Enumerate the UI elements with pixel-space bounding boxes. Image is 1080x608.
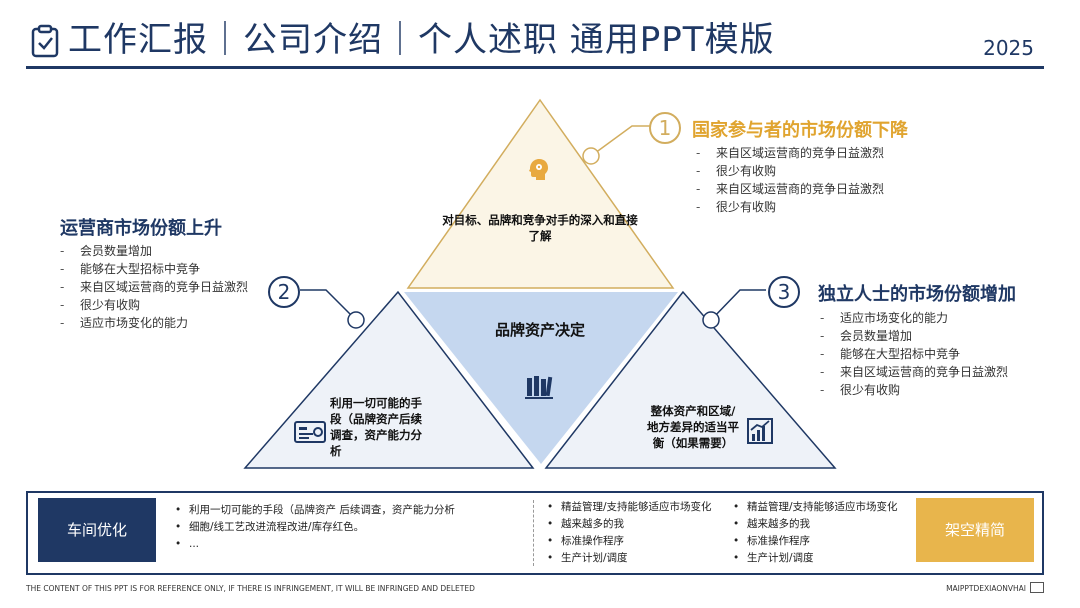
- connector-3: [710, 289, 766, 321]
- bottom-col-3: 精益管理/支持能够适应市场变化 越来越多的我 标准操作程序 生产计划/调度: [733, 499, 898, 567]
- list-item: 来自区域运营商的竞争日益激烈: [820, 363, 1008, 381]
- list-item: 精益管理/支持能够适应市场变化: [547, 499, 712, 516]
- right-triangle-text: 整体资产和区域/地方差异的适当平衡（如果需要）: [647, 404, 739, 450]
- center-triangle-text: 品牌资产决定: [494, 321, 585, 339]
- page-title: 工作汇报｜公司介绍｜个人述职 通用PPT模版: [68, 20, 775, 60]
- footer-brand: MAIPPTDEXIAONVHAI: [946, 584, 1026, 593]
- list-item: 生产计划/调度: [733, 550, 898, 567]
- section-3-list: 适应市场变化的能力 会员数量增加 能够在大型招标中竞争 来自区域运营商的竞争日益…: [820, 309, 1008, 399]
- list-item: 标准操作程序: [733, 533, 898, 550]
- list-item: 标准操作程序: [547, 533, 712, 550]
- section-3-title: 独立人士的市场份额增加: [818, 284, 1016, 305]
- overhead-streamline-box: 架空精简: [916, 498, 1034, 562]
- analysis-screen-icon: [294, 421, 326, 443]
- connector-dot-2: [347, 311, 365, 329]
- left-triangle-text: 利用一切可能的手段（品牌资产后续调查，资产能力分析: [330, 396, 422, 458]
- section-2-title: 运营商市场份额上升: [60, 218, 222, 239]
- connector-1: [590, 125, 655, 157]
- header-divider: [26, 66, 1044, 69]
- brand-logo-icon: [1030, 582, 1044, 593]
- workshop-optimization-box: 车间优化: [38, 498, 156, 562]
- list-item: 来自区域运营商的竞争日益激烈: [696, 180, 884, 198]
- connector-2: [300, 289, 357, 321]
- clipboard-icon: [31, 24, 59, 58]
- bottom-col-1: 利用一切可能的手段（品牌资产 后续调查，资产能力分析 细胞/线工艺改进流程改进/…: [175, 502, 455, 553]
- bottom-panel: [26, 491, 1044, 575]
- brain-head-icon: [529, 159, 548, 180]
- connector-dot-3: [702, 311, 720, 329]
- year-label: 2025: [983, 36, 1034, 60]
- bottom-col-2: 精益管理/支持能够适应市场变化 越来越多的我 标准操作程序 生产计划/调度: [547, 499, 712, 567]
- number-badge-2: 2: [268, 276, 300, 308]
- list-item: 来自区域运营商的竞争日益激烈: [60, 278, 248, 296]
- growth-chart-icon: [747, 418, 773, 444]
- list-item: 来自区域运营商的竞争日益激烈: [696, 144, 884, 162]
- books-icon: [525, 376, 553, 399]
- list-item: 很少有收购: [820, 381, 1008, 399]
- list-item: 越来越多的我: [733, 516, 898, 533]
- left-triangle: [243, 290, 535, 469]
- number-badge-3: 3: [768, 276, 800, 308]
- top-triangle: [406, 98, 675, 289]
- list-item: 很少有收购: [696, 198, 884, 216]
- section-2-list: 会员数量增加 能够在大型招标中竞争 来自区域运营商的竞争日益激烈 很少有收购 适…: [60, 242, 248, 332]
- list-item: 细胞/线工艺改进流程改进/库存红色。: [175, 519, 455, 536]
- column-divider: [533, 500, 534, 566]
- list-item: 精益管理/支持能够适应市场变化: [733, 499, 898, 516]
- list-item: 利用一切可能的手段（品牌资产 后续调查，资产能力分析: [175, 502, 455, 519]
- list-item: 能够在大型招标中竞争: [60, 260, 248, 278]
- top-triangle-text: 对目标、品牌和竞争对手的深入和直接了解: [442, 213, 638, 243]
- list-item: 会员数量增加: [820, 327, 1008, 345]
- list-item: 适应市场变化的能力: [820, 309, 1008, 327]
- list-item: 适应市场变化的能力: [60, 314, 248, 332]
- number-badge-1: 1: [649, 112, 681, 144]
- list-item: 会员数量增加: [60, 242, 248, 260]
- list-item: ...: [175, 536, 455, 553]
- list-item: 很少有收购: [696, 162, 884, 180]
- list-item: 能够在大型招标中竞争: [820, 345, 1008, 363]
- list-item: 越来越多的我: [547, 516, 712, 533]
- right-triangle: [544, 290, 837, 469]
- center-triangle: [404, 292, 678, 464]
- connector-dot-1: [582, 147, 600, 165]
- section-1-title: 国家参与者的市场份额下降: [692, 120, 908, 141]
- list-item: 很少有收购: [60, 296, 248, 314]
- list-item: 生产计划/调度: [547, 550, 712, 567]
- section-1-list: 来自区域运营商的竞争日益激烈 很少有收购 来自区域运营商的竞争日益激烈 很少有收…: [696, 144, 884, 216]
- footer-disclaimer: THE CONTENT OF THIS PPT IS FOR REFERENCE…: [26, 584, 475, 593]
